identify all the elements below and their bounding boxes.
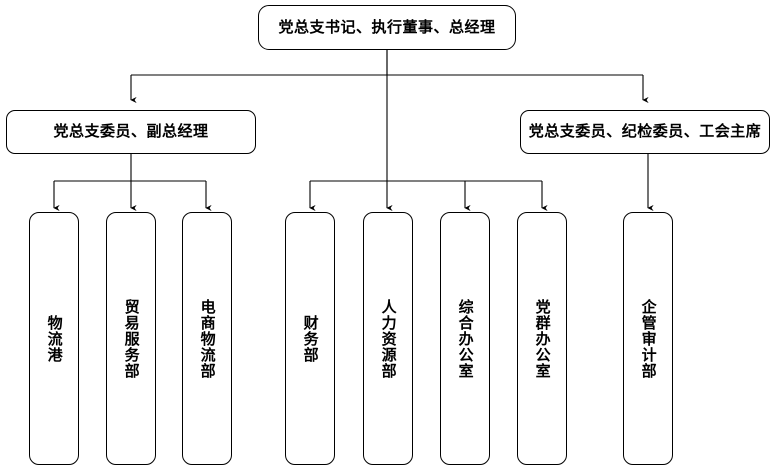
node-label: 综合办公室	[456, 298, 475, 379]
node-ecommerce-logistics-dept[interactable]: 电商物流部	[182, 212, 232, 465]
node-label: 物流港	[45, 314, 64, 363]
node-label: 人力资源部	[379, 298, 398, 379]
node-director-general[interactable]: 党总支书记、执行董事、总经理	[258, 5, 516, 50]
node-enterprise-audit-dept[interactable]: 企管审计部	[623, 212, 673, 465]
node-label: 党总支书记、执行董事、总经理	[278, 17, 496, 36]
node-label: 电商物流部	[198, 298, 217, 379]
node-finance-dept[interactable]: 财务部	[285, 212, 335, 465]
node-general-office[interactable]: 综合办公室	[440, 212, 490, 465]
node-human-resources-dept[interactable]: 人力资源部	[363, 212, 413, 465]
node-label: 党总支委员、纪检委员、工会主席	[528, 122, 762, 141]
node-party-mass-office[interactable]: 党群办公室	[517, 212, 567, 465]
node-label: 财务部	[301, 314, 320, 363]
node-label: 党总支委员、副总经理	[53, 122, 209, 141]
connector-center-branch	[309, 180, 548, 211]
node-discipline-union-chair[interactable]: 党总支委员、纪检委员、工会主席	[520, 110, 770, 154]
node-logistics-port[interactable]: 物流港	[29, 212, 79, 465]
connector-level1-to-level2	[130, 50, 649, 103]
node-label: 贸易服务部	[122, 298, 141, 379]
node-trade-service-dept[interactable]: 贸易服务部	[106, 212, 156, 465]
node-deputy-general-manager[interactable]: 党总支委员、副总经理	[6, 110, 256, 154]
node-label: 企管审计部	[639, 298, 658, 379]
connector-left-branch	[53, 154, 212, 211]
node-label: 党群办公室	[533, 298, 552, 379]
